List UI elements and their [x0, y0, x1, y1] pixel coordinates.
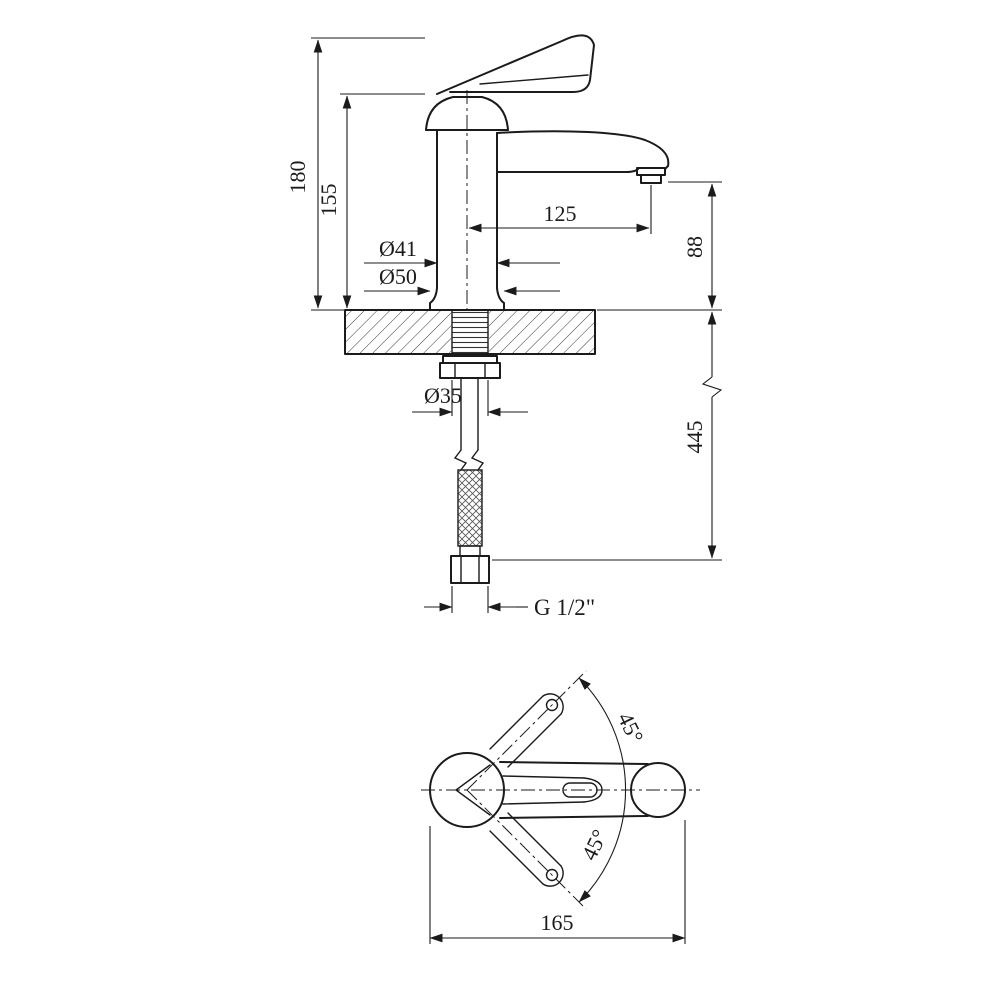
- top-view: 45° 45° 165: [421, 670, 700, 944]
- body-base-flare-right: [496, 287, 505, 311]
- dim-thread-label: G 1/2": [534, 595, 595, 620]
- dim-body-height-label: 155: [316, 184, 341, 217]
- shank-thread-texture: [452, 310, 488, 356]
- dim-angle-down-label: 45°: [576, 825, 612, 864]
- mounting-nut-facets: [454, 362, 486, 379]
- faucet-spout: [496, 130, 670, 184]
- handle-down-edges: [489, 812, 562, 885]
- handle-lever-edge: [479, 74, 589, 85]
- plan-centerline-down45: [466, 789, 587, 910]
- dim-hose-length-label: 445: [682, 421, 707, 454]
- top-view-dimensions: 45° 45° 165: [421, 670, 700, 944]
- hose-collar: [459, 545, 481, 557]
- handle-lever-outline: [436, 34, 595, 95]
- spout-top-edge: [496, 130, 670, 170]
- dim-overall-length-label: 165: [541, 910, 574, 935]
- dim-spout-reach-label: 125: [544, 201, 577, 226]
- faucet-handle: [436, 34, 595, 95]
- handle-plan-edges: [502, 775, 585, 805]
- mounting-nut: [439, 362, 501, 379]
- countertop-hatch-right: [489, 311, 594, 353]
- side-view: 180 155 125 88 445 Ø41 Ø50 Ø35 G 1/2": [285, 34, 723, 620]
- flex-hose: [450, 377, 490, 584]
- hose-connector-nut: [450, 555, 490, 584]
- dim-total-height-label: 180: [285, 161, 310, 194]
- side-view-dimensions: 180 155 125 88 445 Ø41 Ø50 Ø35 G 1/2": [285, 37, 723, 620]
- aerator-ring: [636, 167, 666, 176]
- dim-spout-height-label: 88: [682, 236, 707, 258]
- handle-position-down-45: [489, 812, 564, 887]
- countertop-hatch-left: [346, 311, 451, 353]
- mounting-shank: [439, 309, 501, 379]
- hose-tube-edges: [460, 377, 479, 451]
- extension-connector-thread: [451, 586, 489, 613]
- handle-up-edges: [489, 695, 562, 768]
- dim-dia-base-label: Ø50: [379, 264, 417, 289]
- swing-arc: [578, 677, 627, 903]
- dim-dia-top-label: Ø41: [379, 236, 417, 261]
- spout-bottom-edge: [496, 168, 639, 173]
- handle-down-tip-detail: [545, 868, 559, 882]
- hose-connector-facets: [460, 555, 480, 584]
- body-base-flare-left: [429, 287, 438, 311]
- dim-dia-shank-label: Ø35: [424, 383, 462, 408]
- mounting-washer: [442, 355, 498, 364]
- plan-centerline-up45: [466, 670, 587, 791]
- handle-up-tip-detail: [545, 698, 559, 712]
- hose-braid-texture: [458, 470, 482, 546]
- dimension-line-445-break: [701, 376, 723, 398]
- hose-break-symbol: [453, 449, 485, 471]
- aerator-tip: [640, 174, 662, 184]
